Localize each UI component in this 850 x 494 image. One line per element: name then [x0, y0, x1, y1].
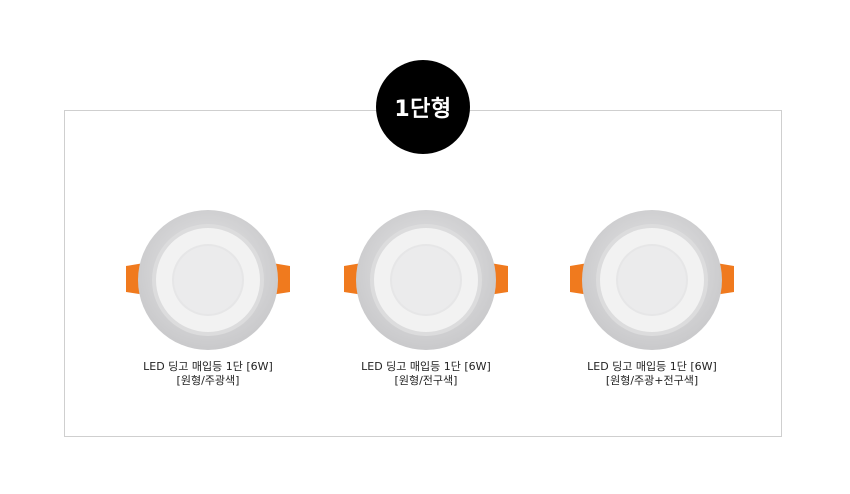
- led-downlight-image: [126, 210, 290, 350]
- type-badge: 1단형: [376, 60, 470, 154]
- product-subtitle-1: [원형/주광색]: [176, 374, 240, 387]
- product-caption-3: LED 딩고 매입등 1단 [6W] [원형/주광+전구색]: [557, 360, 747, 388]
- product-title-2: LED 딩고 매입등 1단 [6W]: [361, 360, 491, 373]
- led-downlight-image: [570, 210, 734, 350]
- product-card-3[interactable]: LED 딩고 매입등 1단 [6W] [원형/주광+전구색]: [557, 200, 747, 388]
- product-caption-1: LED 딩고 매입등 1단 [6W] [원형/주광색]: [113, 360, 303, 388]
- product-title-3: LED 딩고 매입등 1단 [6W]: [587, 360, 717, 373]
- product-subtitle-3: [원형/주광+전구색]: [605, 374, 699, 387]
- product-caption-2: LED 딩고 매입등 1단 [6W] [원형/전구색]: [331, 360, 521, 388]
- product-title-1: LED 딩고 매입등 1단 [6W]: [143, 360, 273, 373]
- product-subtitle-2: [원형/전구색]: [394, 374, 458, 387]
- type-badge-label: 1단형: [394, 97, 452, 122]
- led-downlight-image: [344, 210, 508, 350]
- product-card-1[interactable]: LED 딩고 매입등 1단 [6W] [원형/주광색]: [113, 200, 303, 388]
- product-card-2[interactable]: LED 딩고 매입등 1단 [6W] [원형/전구색]: [331, 200, 521, 388]
